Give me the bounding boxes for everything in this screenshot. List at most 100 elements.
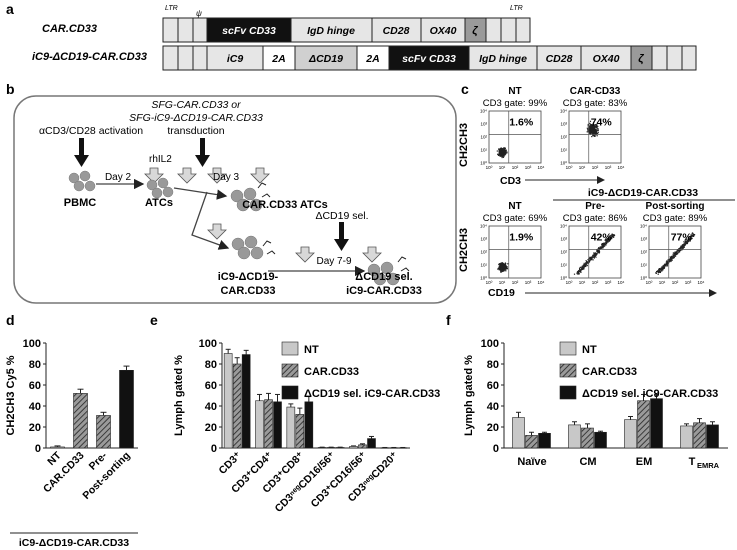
flow-dot — [597, 252, 599, 254]
flow-dot — [661, 269, 663, 271]
flow-tick-y: 10⁰ — [480, 161, 487, 166]
flow-dot — [594, 255, 596, 257]
flow-dot — [685, 242, 687, 244]
flow-dot — [675, 252, 677, 254]
flow-dot — [689, 239, 691, 241]
flow-dot — [682, 244, 684, 246]
activation-arrow — [74, 138, 89, 167]
flow-dot — [504, 153, 506, 155]
flow-dot — [502, 154, 504, 156]
flow-dot — [589, 259, 591, 261]
flow-dot — [612, 236, 614, 238]
flow-dot — [593, 131, 595, 133]
flow-dot — [502, 151, 504, 153]
flow-dot — [676, 252, 678, 254]
flow-dot — [594, 132, 596, 134]
ic9-cells — [231, 235, 264, 260]
flow-dot — [611, 236, 613, 238]
flow-dot — [591, 132, 593, 134]
y-tick-label: 80 — [205, 359, 217, 371]
flow-dot — [580, 271, 582, 274]
flow-dot — [577, 270, 580, 272]
flow-dot — [683, 241, 685, 243]
flow-dot — [594, 135, 596, 137]
flow-dot — [684, 240, 687, 242]
flow-dot — [595, 253, 597, 256]
flow-dot — [502, 151, 504, 153]
flow-plot-value: 42% — [591, 232, 613, 244]
construct-ic9-car-cd33 — [162, 45, 697, 71]
flow-dot — [590, 257, 592, 259]
flow-dot — [588, 131, 590, 133]
flow-dot — [691, 237, 693, 240]
flow-dot — [589, 120, 592, 122]
flow-dot — [580, 267, 583, 269]
flow-dot — [672, 256, 674, 258]
flow-dot — [593, 257, 595, 259]
flow-dot — [682, 246, 684, 249]
flow-dot — [677, 252, 679, 255]
flow-dot — [503, 151, 505, 153]
flow-dot — [593, 256, 595, 259]
y-tick-label: 20 — [205, 422, 217, 434]
flow-dot — [595, 254, 597, 256]
day2-label: Day 2 — [105, 172, 132, 183]
flow-dot — [503, 267, 505, 269]
flow-dot — [592, 259, 594, 261]
flow-dot — [599, 247, 601, 249]
y-tick-label: 100 — [481, 338, 499, 350]
flow-dot — [595, 131, 598, 133]
flow-dot — [587, 262, 590, 264]
category-label: EM — [636, 456, 653, 468]
bar — [525, 435, 538, 449]
flow-dot — [593, 135, 595, 137]
scfv-cd33-block — [206, 17, 292, 43]
flow-dot — [600, 246, 602, 248]
flow-dot — [691, 232, 693, 235]
row2-block-ox40: OX40 — [593, 53, 620, 65]
flow-dot — [592, 131, 594, 133]
flow-dot — [603, 246, 605, 248]
y-axis-label: Lymph gated % — [463, 355, 475, 436]
flow-dot — [579, 267, 581, 269]
2a-block-2 — [356, 45, 390, 71]
transduction-line-3: transduction — [167, 125, 224, 137]
flow-dot — [670, 260, 672, 262]
flow-dot — [593, 125, 595, 127]
ltr-right-block — [485, 17, 531, 43]
flow-dot — [592, 255, 594, 257]
flow-dot — [684, 242, 686, 244]
bar — [241, 354, 251, 449]
flow-dot — [674, 255, 677, 257]
bar — [255, 400, 264, 449]
flow-dot — [502, 150, 504, 152]
flow-dot — [593, 135, 595, 137]
flow-plot-bottom-1: Pre-CD3 gate: 86%42%10⁰10⁰10¹10¹10²10²10… — [560, 201, 628, 285]
flow-dot — [503, 264, 505, 266]
row2-block-ic9: iC9 — [227, 53, 244, 65]
flow-dot — [678, 248, 680, 250]
flow-dot — [502, 263, 504, 265]
y-axis-label: CH2CH3 Cy5 % — [5, 355, 17, 435]
construct-car-cd33 — [162, 17, 531, 43]
transduction-line-2: SFG-iC9-ΔCD19-CAR.CD33 — [129, 112, 263, 124]
flow-dot — [674, 251, 676, 253]
flow-dot — [593, 131, 596, 134]
ltr-right-label: LTR — [510, 5, 523, 12]
flow-tick-y: 10⁰ — [480, 276, 487, 281]
flow-dot — [499, 153, 501, 155]
flow-dot — [501, 266, 503, 268]
flow-dot — [690, 237, 692, 239]
flow-dot — [602, 243, 604, 245]
pbmc-label: PBMC — [64, 197, 96, 209]
flow-dot — [666, 262, 668, 265]
flow-dot — [670, 258, 672, 260]
ltr-left-block — [162, 17, 208, 43]
bar — [581, 427, 594, 449]
flow-dot — [589, 129, 591, 131]
flow-dot — [593, 132, 595, 134]
flow-dot — [501, 148, 503, 150]
flow-plot-title: CAR-CD33 — [570, 86, 621, 97]
flow-dot — [587, 259, 589, 261]
